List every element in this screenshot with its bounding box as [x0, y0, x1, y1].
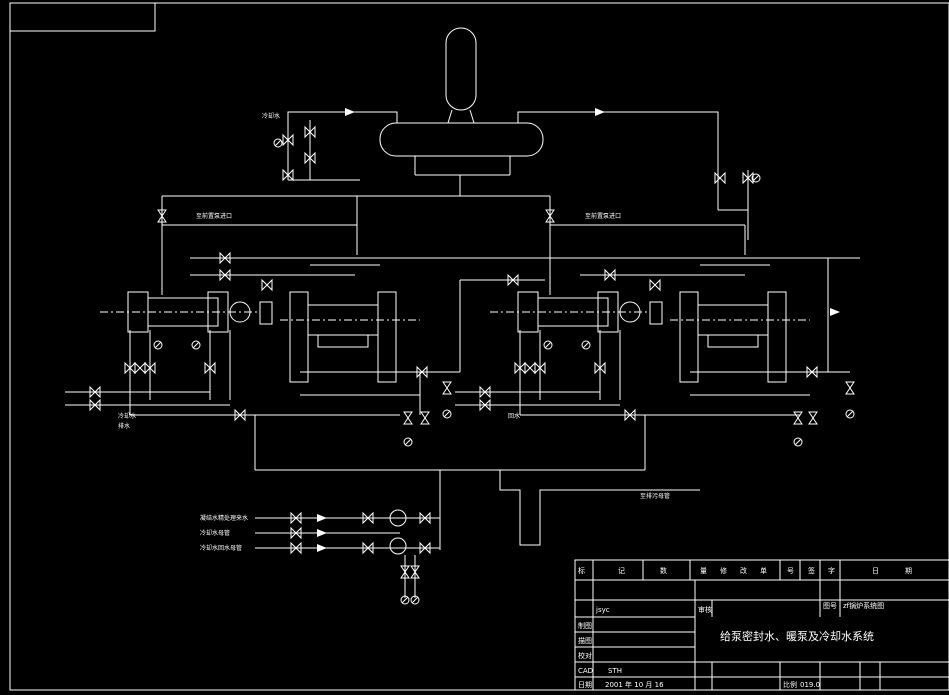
left-vent-line [287, 111, 398, 140]
tb-header-8: 签 [808, 566, 815, 575]
drawing-border [9, 2, 949, 691]
tb-header-3: 量 [700, 567, 707, 575]
title-block: 标 记 数 量 修 改 单 号 签 字 日 期 jsyc 审核 图号 zf锅炉系… [574, 559, 949, 691]
tb-header-9: 字 [828, 566, 835, 575]
tb-row0-mid: 审核 [698, 605, 712, 614]
tb-header-7: 号 [787, 567, 794, 575]
deaerator-tank [379, 27, 544, 196]
label-left-inlet-2: 排水 [118, 422, 130, 430]
tb-header-0: 标 [578, 566, 585, 575]
tb-row5-mid: 2001 年 10 月 16 [605, 680, 664, 689]
tb-row5-right-b: 019.0 [800, 681, 820, 689]
tb-row2-left: 描图 [578, 636, 592, 645]
label-mid: 回水 [508, 412, 520, 420]
drain-header [499, 470, 700, 546]
tb-row4-mid: STH [608, 667, 622, 675]
tb-row3-left: 校对 [578, 651, 592, 660]
tb-row4-left: CAD [578, 667, 593, 675]
tb-row0-left: jsyc [595, 606, 610, 614]
cooling-pump-1 [389, 509, 407, 527]
label-supply-2: 冷却水母管 [200, 529, 230, 537]
right-booster-pump [490, 291, 663, 333]
left-booster-pump [100, 291, 273, 333]
label-balance-left: 至前置泵进口 [196, 212, 232, 220]
label-left-inlet: 冷却水 [118, 412, 136, 420]
label-supply-1: 凝结水精处理来水 [200, 514, 248, 522]
tb-header-11: 期 [905, 567, 912, 575]
label-supply-3: 冷却水回水母管 [200, 544, 242, 552]
tb-row5-left: 日期 [578, 681, 592, 689]
tb-header-6: 单 [760, 566, 767, 575]
corner-stamp-box [9, 2, 156, 32]
tb-header-2: 数 [660, 566, 667, 575]
left-feed-pump [280, 291, 420, 383]
cooling-pump-2 [389, 537, 407, 555]
tb-row1-left: 制图 [578, 621, 592, 630]
check-valves [317, 108, 840, 552]
tb-row0-right-b: zf锅炉系统图 [843, 601, 884, 610]
drawing-title: 给泵密封水、暖泵及冷却水系统 [720, 629, 874, 643]
tb-header-4: 修 [720, 566, 727, 575]
tb-header-10: 日 [872, 567, 879, 575]
label-balance-right: 至前置泵进口 [585, 212, 621, 220]
label-top-left: 冷却水 [262, 112, 280, 120]
valves [89, 126, 855, 579]
tb-header-1: 记 [618, 567, 625, 575]
tb-row5-right-a: 比例 [783, 680, 797, 689]
right-feed-pump [670, 291, 810, 383]
tb-row0-right-a: 图号 [823, 602, 837, 610]
label-drain: 至排污母管 [640, 492, 670, 500]
right-vent-line [517, 111, 719, 145]
tb-header-5: 改 [740, 566, 747, 575]
